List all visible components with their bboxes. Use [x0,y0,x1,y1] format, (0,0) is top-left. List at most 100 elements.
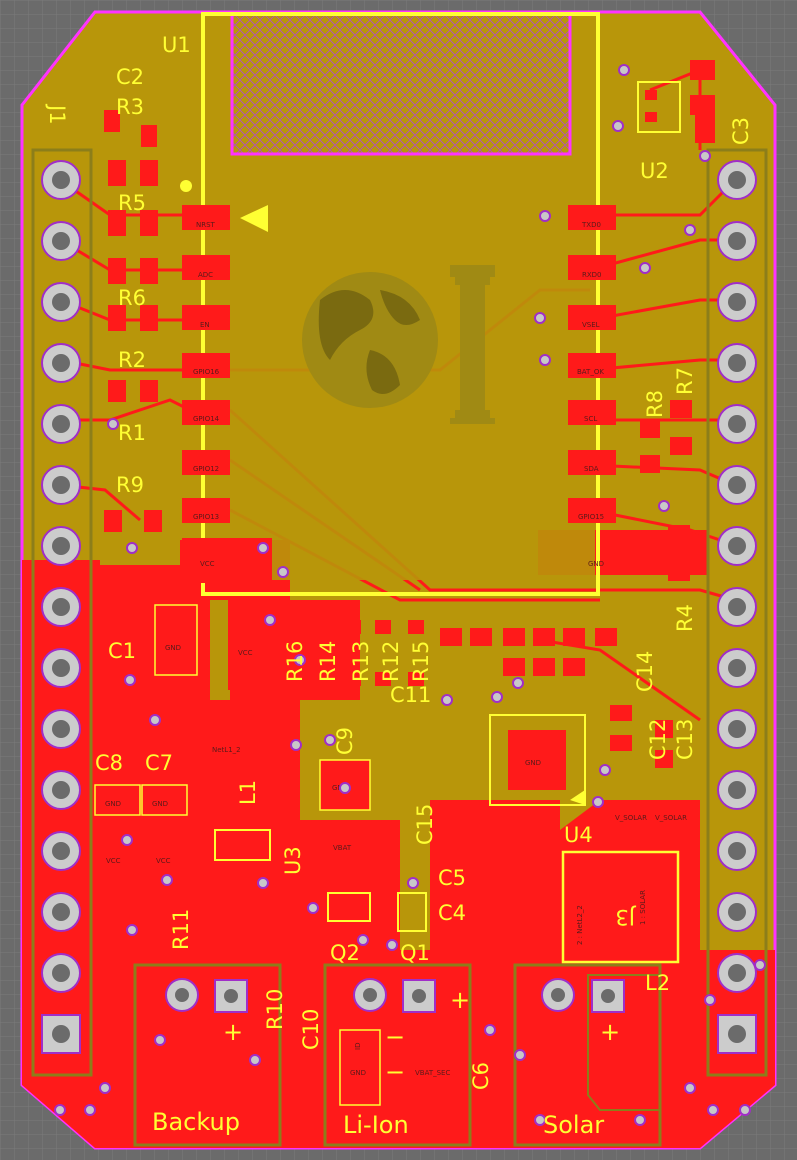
r10-label: R10 [263,989,287,1030]
power-pour-mid [430,800,560,950]
j3-pin-hole [728,293,746,311]
r9-label: R9 [116,473,144,497]
via [599,764,611,776]
via [99,1082,111,1094]
via [324,734,336,746]
j1-pin-hole [52,720,70,738]
c8-label: C8 [95,751,123,775]
connector-backup[interactable] [133,963,282,1147]
via [126,542,138,554]
j3-pin-hole [728,354,746,372]
globe-logo-icon [302,272,438,408]
left-passives [104,110,162,532]
u1-pin1-label: NRST [196,221,216,229]
j1-label: J1 [45,103,69,125]
via [491,691,503,703]
antenna-keepout [230,12,572,156]
r16-label: R16 [283,641,307,682]
backup-plus-label: + [223,1018,243,1046]
connector-li-ion[interactable]: GND VBAT_SEC ID [323,963,472,1147]
via [149,714,161,726]
via [658,500,670,512]
u1-pin12-label: SCL [584,415,597,423]
u3-label: U3 [281,846,305,875]
r12-r16-block [285,620,424,686]
via [264,614,276,626]
u1-pads-left [182,205,272,583]
via [699,150,711,162]
u4-label: U4 [564,823,593,847]
q1-label: Q1 [400,941,430,965]
via [407,877,419,889]
via [249,1054,261,1066]
c9-label: C9 [333,727,357,755]
via [618,64,630,76]
via [684,1082,696,1094]
u1-pin15-label: RXD0 [582,271,602,279]
li-ion-minus-label-2: − [385,1058,405,1086]
c7-c8-components[interactable]: GND GND VCC VCC [94,784,188,865]
r15-label: R15 [409,641,433,682]
j1-pin-hole [52,964,70,982]
vcc-pad [228,600,273,690]
header-j3[interactable] [706,148,768,1077]
u1-pin14-label: VSEL [582,321,600,329]
c1-component[interactable]: GND [154,604,198,676]
c11-label: C11 [390,683,431,707]
pin1-dot [180,180,192,192]
power-pour-bottom [22,950,775,1148]
r4-label: R4 [673,604,697,632]
l2-inductor[interactable]: 2 : NetL2_2 1 : SOLAR [561,850,680,964]
via [534,1114,546,1126]
j3-pin-hole [728,659,746,677]
u2-component[interactable] [637,60,715,143]
via [257,542,269,554]
l1-inductor[interactable]: NetL1_2 [205,712,285,782]
solar-plus-label: + [600,1018,620,1046]
u1-pin8-label: VCC [200,560,215,568]
l2-pin2-label: 2 : NetL2_2 [576,905,584,945]
via [257,877,269,889]
q2-label: Q2 [330,941,360,965]
header-j1[interactable] [31,148,93,1077]
u4-gnd-label: GND [525,759,541,767]
c12-label: C12 [646,719,670,760]
j1-pin-hole [52,415,70,433]
u3-ic[interactable] [205,829,290,960]
j1-pin-hole [52,781,70,799]
c13-label: C13 [673,719,697,760]
j3-pin-hole [728,720,746,738]
j3-pin-hole [728,964,746,982]
r3-label: R3 [116,95,144,119]
via [704,994,716,1006]
l1-label: L1 [236,780,260,805]
c8-gnd-label: GND [105,800,121,808]
vbat-pad-label: VBAT [333,844,352,852]
j3-pin-hole [728,598,746,616]
r5-label: R5 [118,191,146,215]
via [639,262,651,274]
vcc-pad-label: VCC [238,649,253,657]
li-ion-minus-label: − [385,1023,405,1051]
j3-pin-hole [728,171,746,189]
via [441,694,453,706]
via [84,1104,96,1116]
j1-pin-hole [52,903,70,921]
via [121,834,133,846]
via [307,902,319,914]
via [277,566,289,578]
u4-ic[interactable]: GND [489,714,586,806]
j1-pin-hole [52,476,70,494]
li-ion-label: Li-Ion [343,1111,409,1139]
r13-label: R13 [349,641,373,682]
c4-label: C4 [438,901,466,925]
q1-outline[interactable] [397,892,427,932]
j1-pin-hole [52,232,70,250]
j1-pin-hole [52,659,70,677]
c14-label: C14 [633,651,657,692]
q2-outline[interactable] [327,892,371,922]
backup-label: Backup [152,1108,240,1136]
j1-pin-hole [52,1025,70,1043]
via [54,1104,66,1116]
j1-pin-hole [52,293,70,311]
